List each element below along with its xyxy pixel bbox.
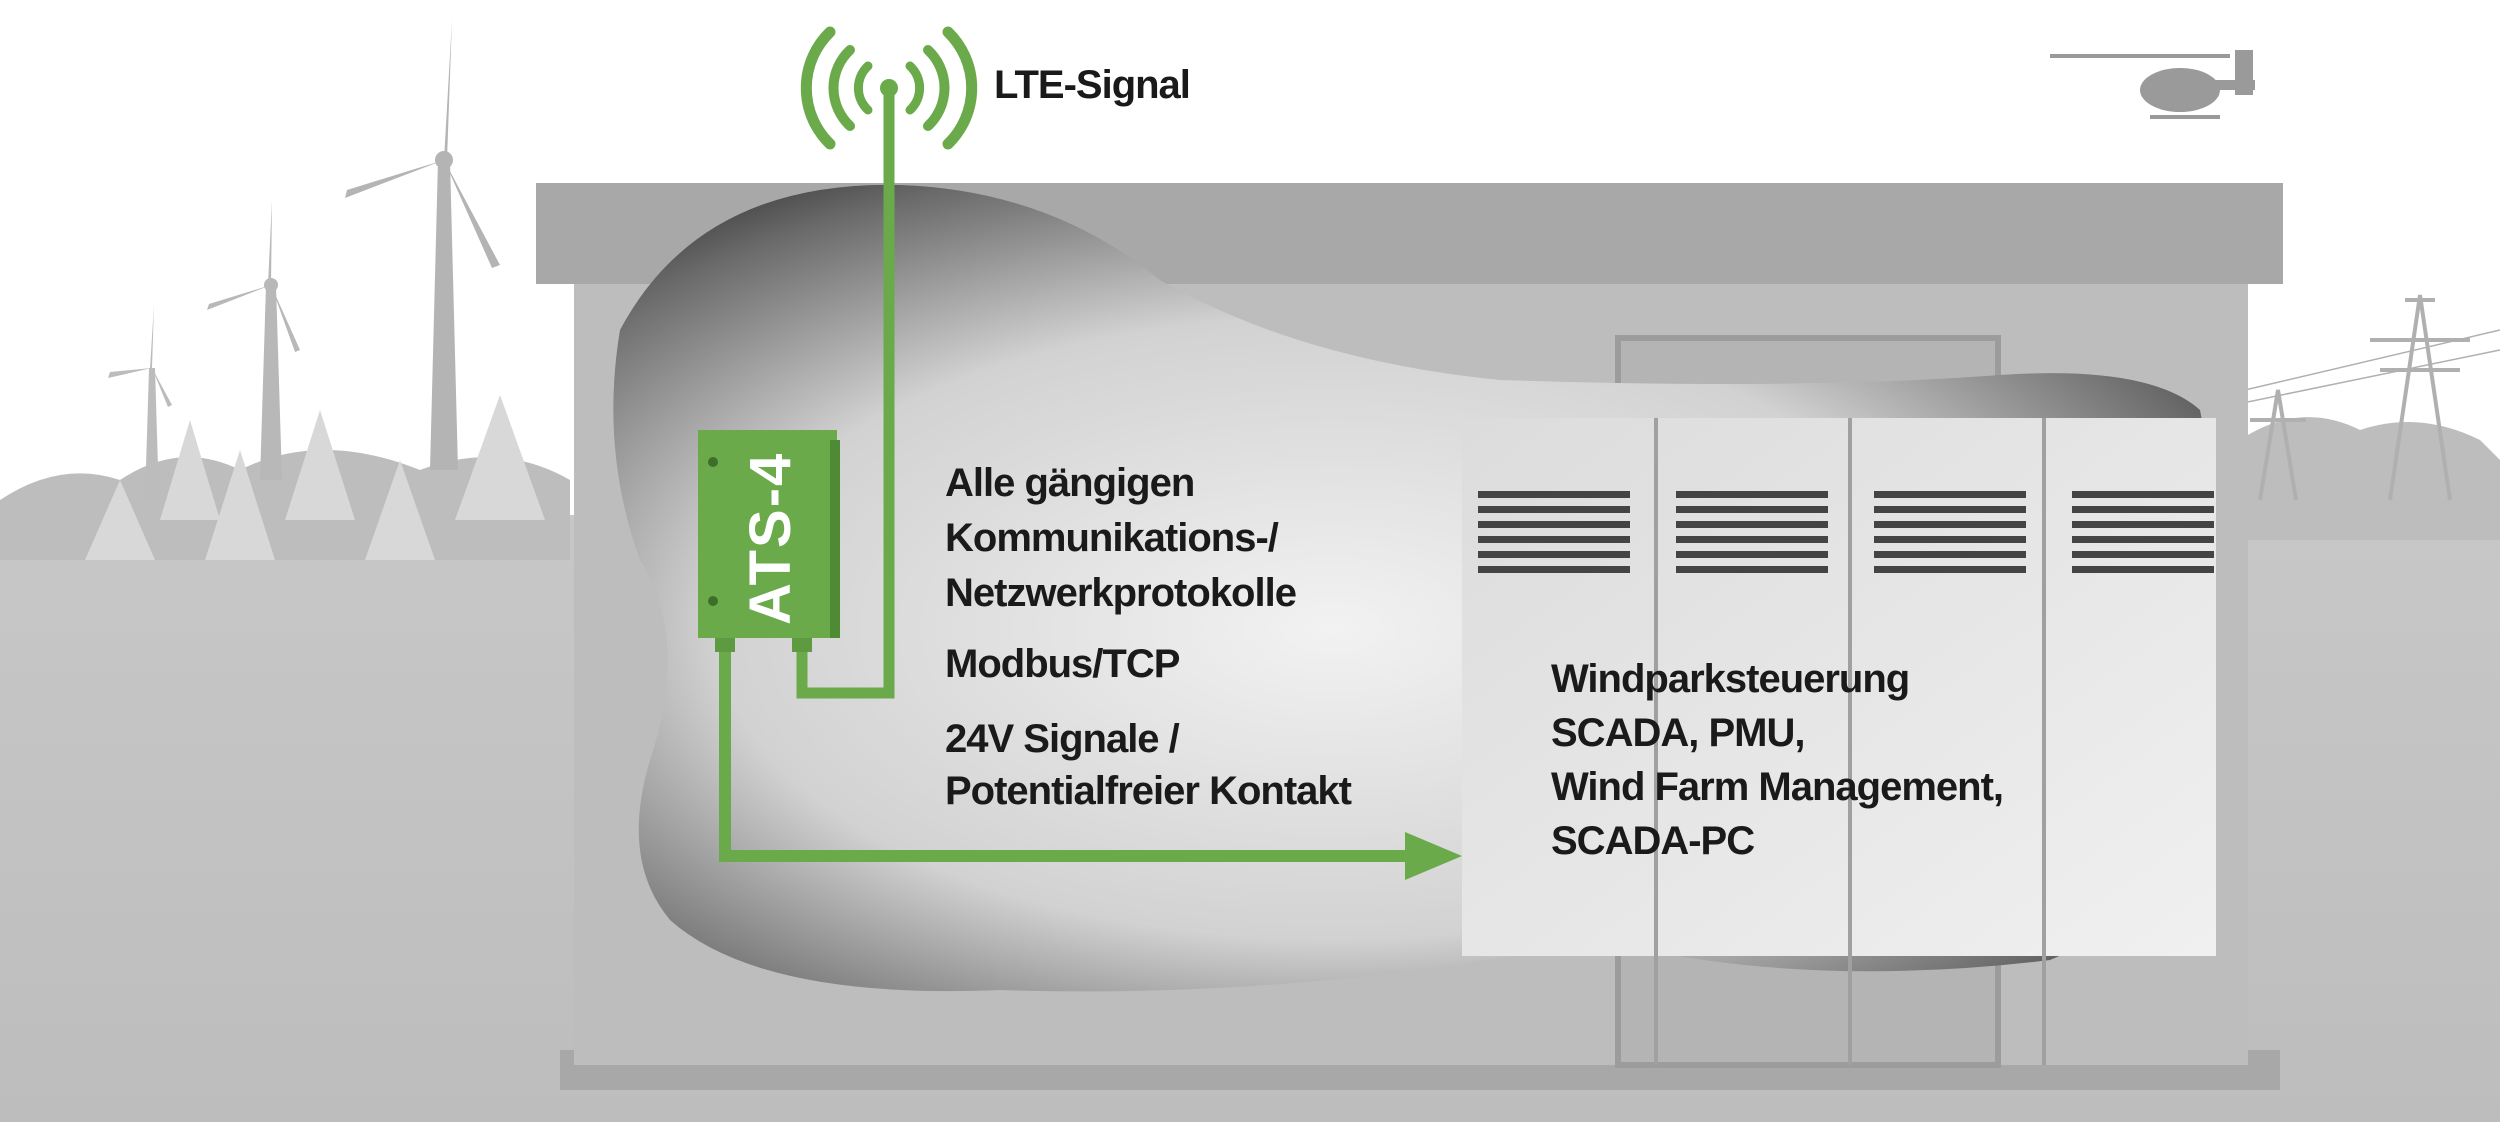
target-line: SCADA, PMU,	[1551, 711, 1804, 755]
vent-grille	[2072, 491, 2214, 573]
cable-to-scada	[719, 640, 1410, 862]
protocol-line: Potentialfreier Kontakt	[945, 769, 1352, 813]
ats-4-label: ATS-4	[738, 452, 803, 625]
protocol-line: Alle gängigen	[945, 461, 1194, 505]
vent-grille	[1874, 491, 2026, 573]
wind-turbine-icon	[108, 305, 172, 500]
lte-signal-label: LTE-Signal	[994, 63, 1190, 107]
ats-4-device: ATS-4	[698, 430, 840, 652]
protocol-line: Modbus/TCP	[945, 642, 1180, 686]
wind-turbine-icon	[345, 20, 500, 470]
protocol-line: Kommunikations-/	[945, 516, 1279, 560]
fir-trees	[85, 395, 545, 560]
target-line: Wind Farm Management,	[1551, 765, 2003, 809]
protocol-line: Netzwerkprotokolle	[945, 571, 1296, 615]
cable-antenna	[796, 88, 895, 699]
helicopter-icon	[2050, 50, 2255, 119]
scada-target-text: Windparksteuerung SCADA, PMU, Wind Farm …	[1551, 657, 2004, 863]
vent-grille	[1478, 491, 1630, 573]
target-line: SCADA-PC	[1551, 819, 1754, 863]
lte-antenna-icon	[800, 26, 978, 150]
arrow-head-icon	[1405, 832, 1462, 880]
wind-turbine-icon	[207, 200, 300, 480]
target-line: Windparksteuerung	[1551, 657, 1909, 701]
vent-grille	[1676, 491, 1828, 573]
control-cabinets	[1462, 418, 2216, 1065]
protocol-line: 24V Signale /	[945, 717, 1180, 761]
protocols-text: Alle gängigen Kommunikations-/ Netzwerkp…	[945, 461, 1353, 813]
tree-line	[0, 417, 2500, 560]
